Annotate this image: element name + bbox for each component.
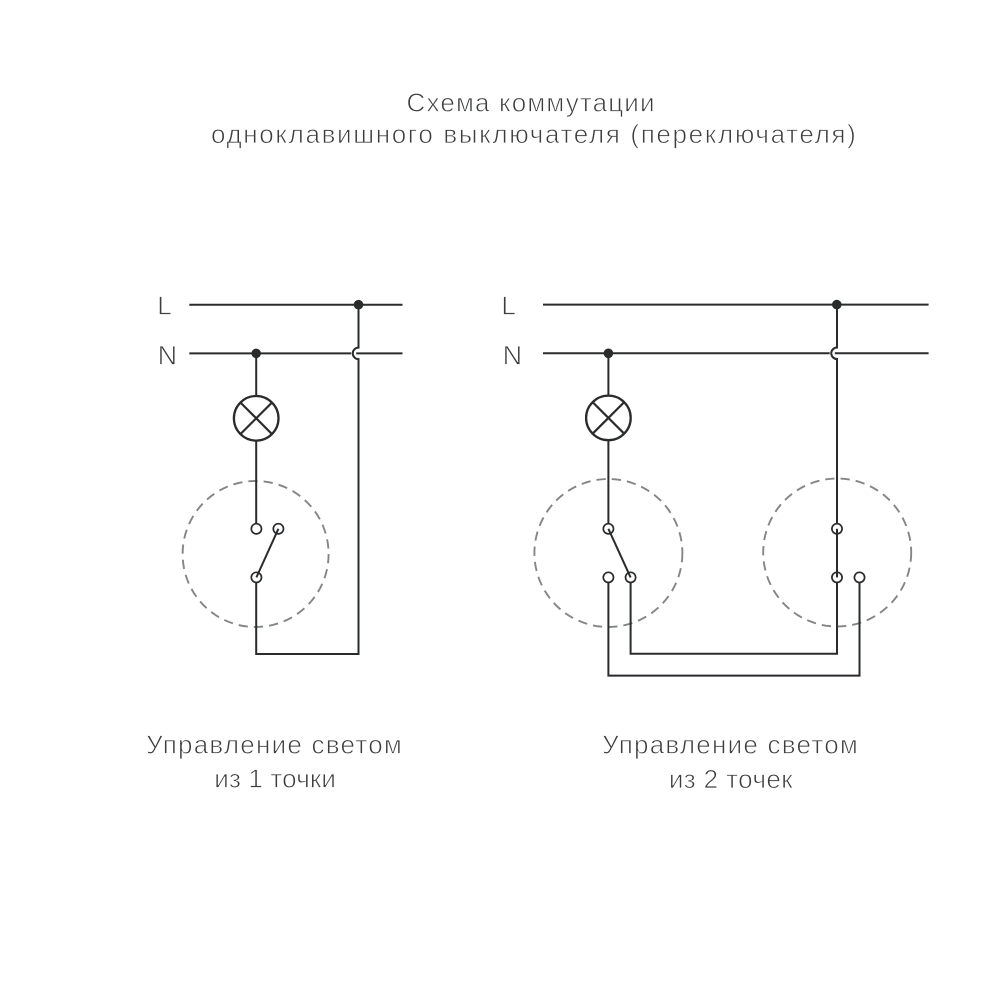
svg-text:L: L xyxy=(501,290,515,320)
svg-text:N: N xyxy=(158,341,178,371)
svg-text:Управление светом: Управление светом xyxy=(146,730,403,760)
svg-text:из 2 точек: из 2 точек xyxy=(669,764,793,794)
svg-text:Управление светом: Управление светом xyxy=(602,730,859,760)
svg-text:N: N xyxy=(503,341,522,371)
svg-text:L: L xyxy=(157,291,171,321)
svg-text:из 1 точки: из 1 точки xyxy=(214,764,336,794)
svg-text:одноклавишного выключателя (пе: одноклавишного выключателя (переключател… xyxy=(211,119,858,149)
svg-text:Схема коммутации: Схема коммутации xyxy=(407,88,656,118)
